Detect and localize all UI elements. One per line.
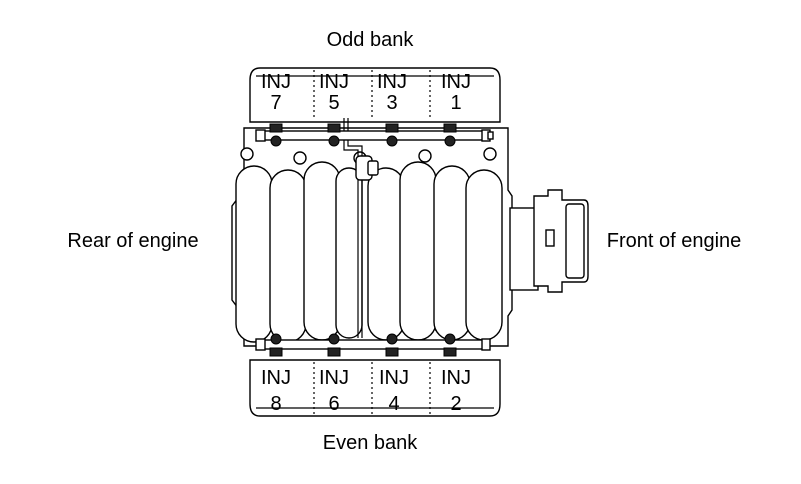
injector-5-label-top: INJ <box>319 71 349 93</box>
odd-injector-labels: INJ 7 INJ 5 INJ 3 INJ 1 <box>261 71 471 114</box>
injector-5-label-num: 5 <box>328 92 339 114</box>
front-of-engine-label: Front of engine <box>607 230 742 252</box>
injector-1-label-num: 1 <box>450 92 461 114</box>
odd-bank-valve-cover <box>249 67 501 123</box>
injector-6-label-top: INJ <box>319 367 349 389</box>
injector-4-label-top: INJ <box>379 367 409 389</box>
injector-2-label-top: INJ <box>441 367 471 389</box>
odd-bank-fuel-rail <box>255 123 494 147</box>
throttle-body <box>509 189 589 293</box>
injector-8-label-num: 8 <box>270 393 281 415</box>
intake-manifold <box>231 127 513 347</box>
even-bank-valve-cover <box>249 359 501 417</box>
even-bank-fuel-rail <box>255 333 491 357</box>
injector-8-label-top: INJ <box>261 367 291 389</box>
rear-of-engine-label: Rear of engine <box>67 230 198 252</box>
injector-7-label-top: INJ <box>261 71 291 93</box>
injector-2-label-num: 2 <box>450 393 461 415</box>
injector-4-label-num: 4 <box>388 393 399 415</box>
injector-3-label-num: 3 <box>386 92 397 114</box>
injector-6-label-num: 6 <box>328 393 339 415</box>
injector-3-label-top: INJ <box>377 71 407 93</box>
injector-7-label-num: 7 <box>270 92 281 114</box>
injector-1-label-top: INJ <box>441 71 471 93</box>
even-injector-labels: INJ 8 INJ 6 INJ 4 INJ 2 <box>261 367 471 415</box>
odd-bank-label: Odd bank <box>327 29 415 51</box>
even-bank-label: Even bank <box>323 432 419 454</box>
